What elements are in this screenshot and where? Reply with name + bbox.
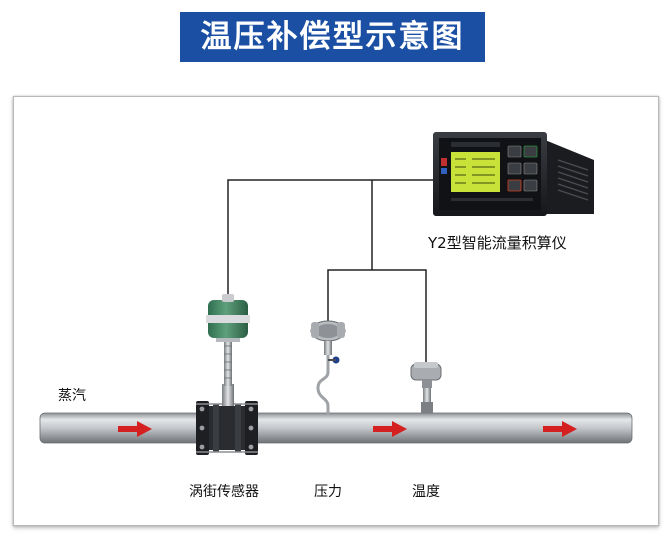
- medium-label: 蒸汽: [58, 388, 86, 404]
- temperature-transmitter-icon: [410, 362, 442, 413]
- temperature-label: 温度: [412, 484, 440, 500]
- flow-arrow-icon: [543, 421, 577, 437]
- flow-totalizer-instrument-icon: [433, 132, 594, 216]
- steam-pipe: [39, 412, 633, 444]
- vortex-sensor-icon: [196, 294, 258, 455]
- page-title: 温压补偿型示意图: [180, 12, 485, 62]
- instrument-label: Y2型智能流量积算仪: [428, 234, 567, 252]
- flow-arrow-icon: [118, 421, 152, 437]
- signal-wiring: [227, 179, 434, 364]
- flow-arrow-icon: [373, 421, 407, 437]
- vortex-sensor-label: 涡街传感器: [189, 484, 259, 500]
- pressure-label: 压力: [314, 484, 342, 500]
- pressure-transmitter-icon: [310, 320, 346, 414]
